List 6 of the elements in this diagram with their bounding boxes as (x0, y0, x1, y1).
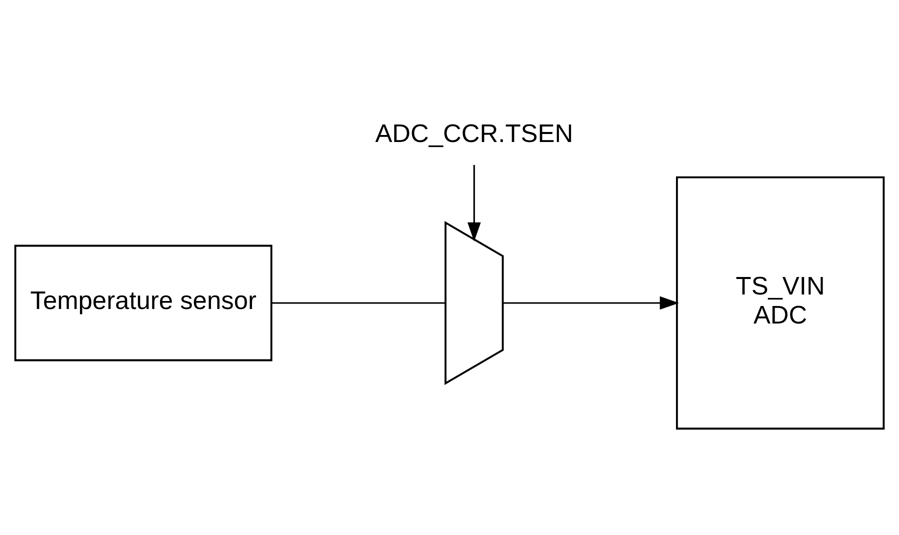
node-box: TS_VIN ADC (676, 176, 885, 430)
arrow (467, 164, 481, 241)
arrow (503, 296, 679, 310)
node-box: Temperature sensor (14, 244, 272, 361)
node-text: ADC_CCR.TSEN (375, 120, 574, 148)
connector (272, 302, 446, 304)
